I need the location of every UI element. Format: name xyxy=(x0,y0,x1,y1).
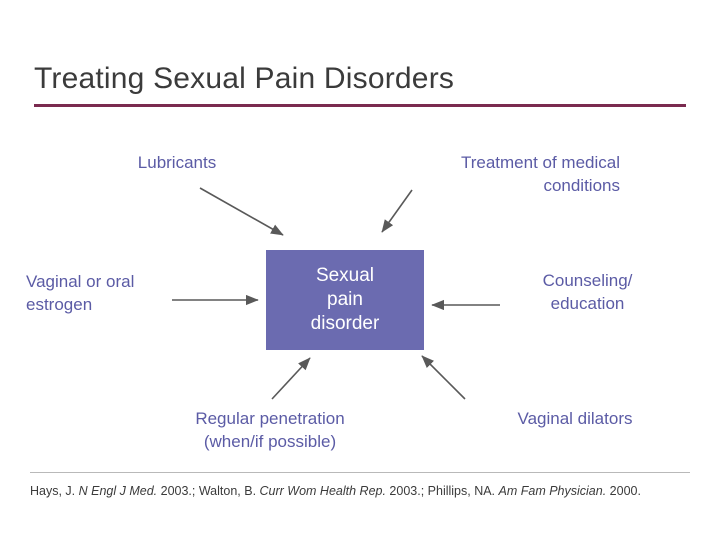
node-medical-line1: Treatment of medical xyxy=(460,153,620,172)
node-lubricants: Lubricants xyxy=(64,152,290,175)
footnote-part3: 2003.; Walton, B. xyxy=(157,484,260,498)
node-estrogen: Vaginal or oral estrogen xyxy=(26,271,226,317)
arrow-dilators-to-center xyxy=(421,355,466,400)
footnote-journal-2b: Rep. xyxy=(359,484,386,498)
page-title: Treating Sexual Pain Disorders xyxy=(34,62,455,95)
arrow-lubricants-to-center xyxy=(199,187,284,236)
node-medical-line2: conditions xyxy=(543,175,620,195)
node-counseling-line2: education xyxy=(550,293,625,313)
title-divider xyxy=(34,104,686,107)
center-node-line3: disorder xyxy=(310,313,380,335)
node-lubricants-label: Lubricants xyxy=(137,153,217,172)
footnote-journal-1: N Engl J Med. xyxy=(78,484,158,498)
arrow-regular-to-center xyxy=(271,357,311,400)
node-regular-penetration: Regular penetration (when/if possible) xyxy=(130,408,410,454)
node-estrogen-line2: estrogen xyxy=(26,294,93,314)
center-node-text: Sexual pain disorder xyxy=(311,264,380,337)
node-regular-line2: (when/if possible) xyxy=(203,431,337,451)
citation-footnote: Hays, J. N Engl J Med. 2003.; Walton, B.… xyxy=(30,482,690,501)
node-estrogen-line1: Vaginal or oral xyxy=(26,272,135,291)
footnote-part8: 2000. xyxy=(606,484,641,498)
center-node-sexual-pain-disorder: Sexual pain disorder xyxy=(266,250,424,350)
footnote-divider xyxy=(30,472,690,473)
footnote-journal-3: Am Fam Physician. xyxy=(498,484,607,498)
footnote-part6: 2003.; Phillips, NA. xyxy=(385,484,499,498)
node-counseling-line1: Counseling/ xyxy=(542,271,633,290)
node-vaginal-dilators: Vaginal dilators xyxy=(460,408,690,431)
footnote-journal-2: Curr Wom Health xyxy=(259,484,357,498)
center-node-line2: pain xyxy=(327,288,363,310)
footnote-part1: Hays, J. xyxy=(30,484,79,498)
center-node-line1: Sexual xyxy=(315,264,375,286)
node-dilators-label: Vaginal dilators xyxy=(517,409,633,428)
node-counseling: Counseling/ education xyxy=(480,270,695,316)
node-regular-line1: Regular penetration xyxy=(195,409,345,428)
node-medical-conditions: Treatment of medical conditions xyxy=(330,152,620,198)
